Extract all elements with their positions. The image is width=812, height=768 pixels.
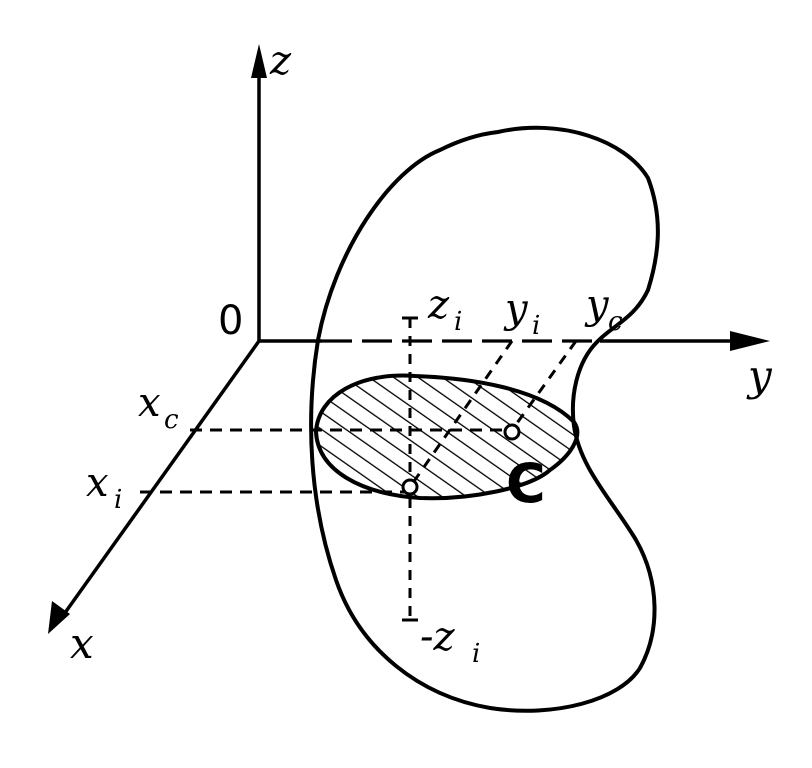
x-i-label: x i (86, 460, 122, 515)
x-c-label: x c (138, 380, 179, 435)
svg-text:y: y (584, 282, 610, 328)
svg-text:i: i (454, 307, 462, 337)
origin-label: 0 (218, 298, 243, 344)
y-axis (259, 331, 770, 351)
svg-text:-z: -z (420, 614, 456, 660)
y-axis-label: y (746, 351, 773, 400)
y-i-label: y i (503, 286, 540, 341)
svg-text:y: y (503, 286, 529, 332)
element-point (401, 478, 419, 496)
svg-text:i: i (472, 639, 480, 669)
centroid-point (503, 423, 521, 441)
svg-text:i: i (114, 485, 122, 515)
x-axis (48, 339, 261, 634)
svg-text:c: c (164, 405, 179, 435)
svg-text:c: c (608, 307, 623, 337)
z-axis-label: z (269, 38, 292, 84)
svg-text:i: i (532, 311, 540, 341)
y-c-label: y c (584, 282, 623, 337)
x-axis-label: x (70, 619, 94, 668)
centroid-label: C (506, 452, 546, 515)
guide-lines (140, 316, 578, 622)
svg-text:x: x (138, 380, 161, 426)
svg-text:x: x (86, 460, 109, 506)
svg-text:z: z (427, 282, 450, 328)
z-i-lower-label: -z i (420, 614, 480, 669)
z-axis (251, 44, 267, 341)
z-i-upper-label: z i (427, 282, 462, 337)
body-outline (309, 125, 660, 713)
